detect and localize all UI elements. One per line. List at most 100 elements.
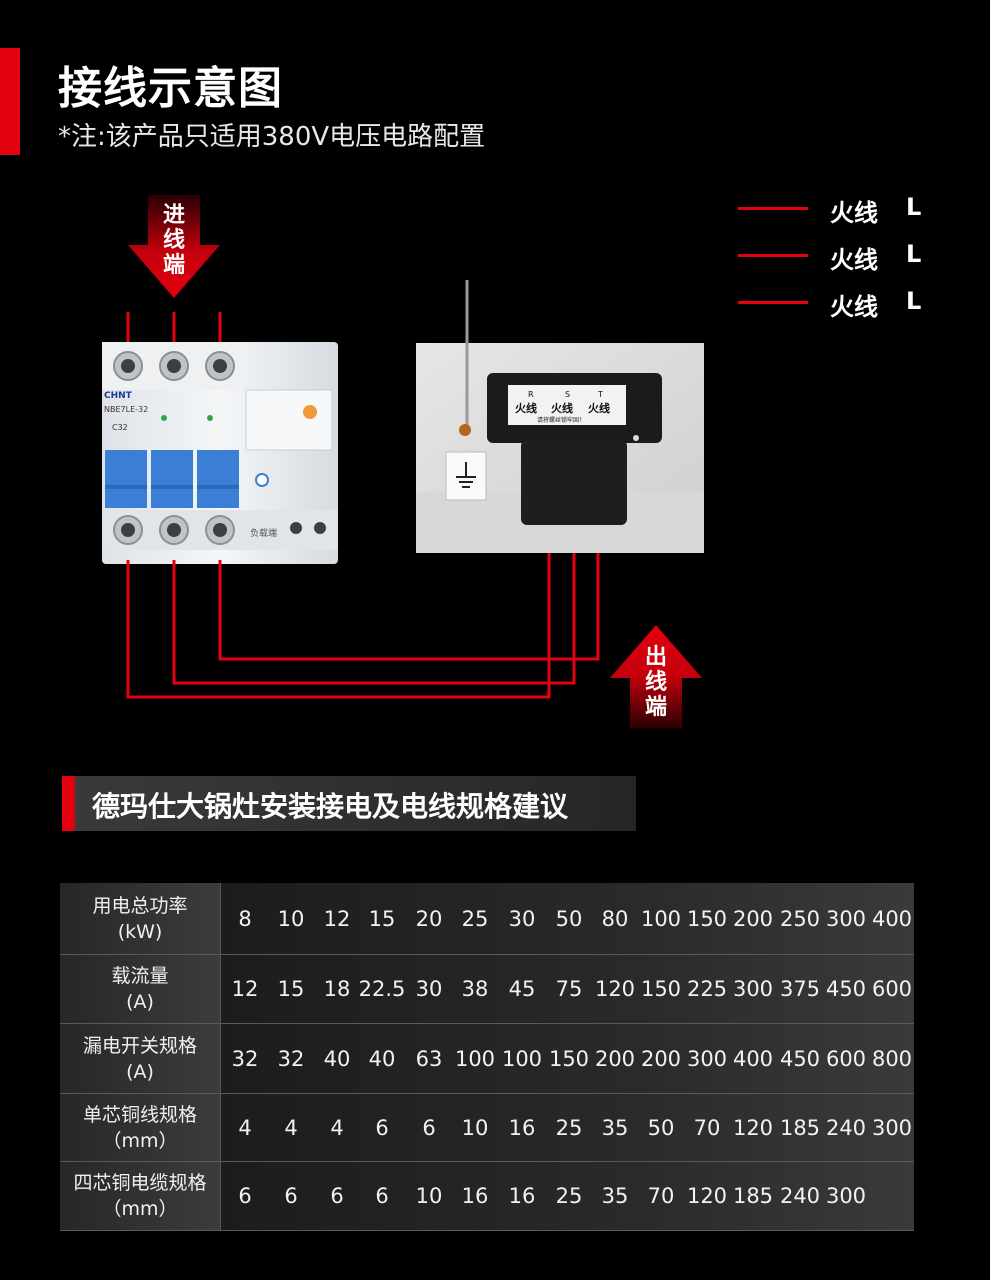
table-cell: 300: [732, 977, 774, 1001]
legend-letter: L: [906, 287, 922, 315]
table-cell: 35: [601, 1115, 629, 1140]
table-cell: 600: [825, 1046, 867, 1071]
column-divider: [220, 955, 221, 1023]
table-cell: 120: [732, 1115, 774, 1140]
table-cell: 6: [238, 1184, 252, 1208]
table-cell: 600: [871, 977, 913, 1001]
table-cell: 15: [368, 906, 396, 931]
table-cell: 40: [368, 1046, 396, 1071]
table-cell: 25: [555, 1184, 583, 1208]
terminal-label-r: 火线: [515, 401, 537, 415]
row-header-unit: （mm）: [102, 1129, 178, 1152]
table-cell: 150: [686, 906, 728, 931]
column-divider: [220, 1162, 221, 1230]
table-cell: 32: [231, 1046, 259, 1071]
table-cell: 16: [461, 1184, 489, 1208]
table-cell: 200: [640, 1046, 682, 1071]
breaker-brand: CHNT: [104, 391, 133, 401]
legend-letter: L: [906, 193, 922, 221]
table-cell: 250: [779, 906, 821, 931]
table-cell: 240: [825, 1115, 867, 1140]
table-cell: 6: [284, 1184, 298, 1208]
wiring-diagram: 进 线 端 CHNT NBE7LE-32 C32: [102, 195, 704, 728]
table-cell: 800: [871, 1046, 913, 1071]
breaker-rating: C32: [112, 423, 128, 432]
table-cell: 185: [732, 1184, 774, 1208]
table-cell: 185: [779, 1115, 821, 1140]
table-cell: 300: [871, 1115, 913, 1140]
table-cell: 30: [508, 906, 536, 931]
outlet-label-2: 线: [645, 669, 667, 695]
table-cell: 25: [461, 906, 489, 931]
page-note: *注:该产品只适用380V电压电路配置: [58, 122, 486, 152]
table-cell: 450: [825, 977, 867, 1001]
row-header-label: 单芯铜线规格: [82, 1103, 197, 1126]
table-cell: 400: [732, 1046, 774, 1071]
table-cell: 22.5: [358, 977, 406, 1001]
row-header-unit: （mm）: [102, 1198, 178, 1220]
table-cell: 100: [454, 1046, 496, 1071]
table-cell: 63: [415, 1046, 443, 1071]
table-cell: 150: [640, 977, 682, 1001]
table-cell: 6: [375, 1115, 389, 1140]
title-accent-bar: [0, 48, 20, 155]
table-cell: 10: [461, 1115, 489, 1140]
table-cell: 300: [686, 1046, 728, 1071]
table-cell: 15: [277, 977, 305, 1001]
breaker-model: NBE7LE-32: [104, 405, 148, 414]
row-header-label: 载流量: [111, 965, 169, 987]
table-cell: 300: [825, 906, 867, 931]
table-cell: 6: [422, 1115, 436, 1140]
table-cell: 400: [871, 906, 913, 931]
table-cell: 40: [323, 1046, 351, 1071]
table-cell: 16: [508, 1115, 536, 1140]
table-cell: 12: [231, 977, 259, 1001]
column-divider: [220, 1024, 221, 1093]
section-title: 德玛仕大锅灶安装接电及电线规格建议: [92, 790, 569, 823]
legend-label: 火线: [830, 199, 878, 227]
outlet-arrow: 出 线 端: [610, 625, 702, 728]
table-cell: 120: [686, 1184, 728, 1208]
table-cell: 4: [284, 1115, 298, 1140]
table-cell: [869, 1162, 915, 1230]
table-cell: 300: [825, 1184, 867, 1208]
table-cell: 4: [238, 1115, 252, 1140]
table-cell: 4: [330, 1115, 344, 1140]
terminal-letter-r: R: [528, 390, 534, 399]
table-cell: 375: [779, 977, 821, 1001]
table-cell: 38: [461, 977, 489, 1001]
table-cell: 18: [323, 977, 351, 1001]
row-header: 用电总功率(kW): [60, 883, 220, 954]
legend-line: [738, 301, 808, 304]
table-cell: 6: [375, 1184, 389, 1208]
legend-letter: L: [906, 240, 922, 268]
table-cell: 70: [647, 1184, 675, 1208]
table-cell: 12: [323, 906, 351, 931]
page-title: 接线示意图: [58, 63, 283, 114]
table-cell: 150: [548, 1046, 590, 1071]
row-header: 四芯铜电缆规格（mm）: [60, 1162, 220, 1230]
table-cell: 30: [415, 977, 443, 1001]
table-cell: 10: [277, 906, 305, 931]
table-cell: 35: [601, 1184, 629, 1208]
inlet-arrow: 进 线 端: [128, 195, 220, 298]
connection-wires: [126, 525, 600, 699]
outlet-label-3: 端: [645, 695, 667, 720]
table-cell: 120: [594, 977, 636, 1001]
table-cell: 32: [277, 1046, 305, 1071]
incoming-wires: [126, 312, 222, 342]
breaker-load-text: 负载端: [250, 527, 277, 539]
outlet-label-1: 出: [645, 645, 667, 670]
column-divider: [220, 1094, 221, 1161]
row-header: 载流量(A): [60, 955, 220, 1023]
legend-item: 火线 L: [738, 190, 938, 230]
circuit-breaker: CHNT NBE7LE-32 C32 负载端: [102, 342, 338, 564]
inlet-label-1: 进: [163, 203, 185, 228]
